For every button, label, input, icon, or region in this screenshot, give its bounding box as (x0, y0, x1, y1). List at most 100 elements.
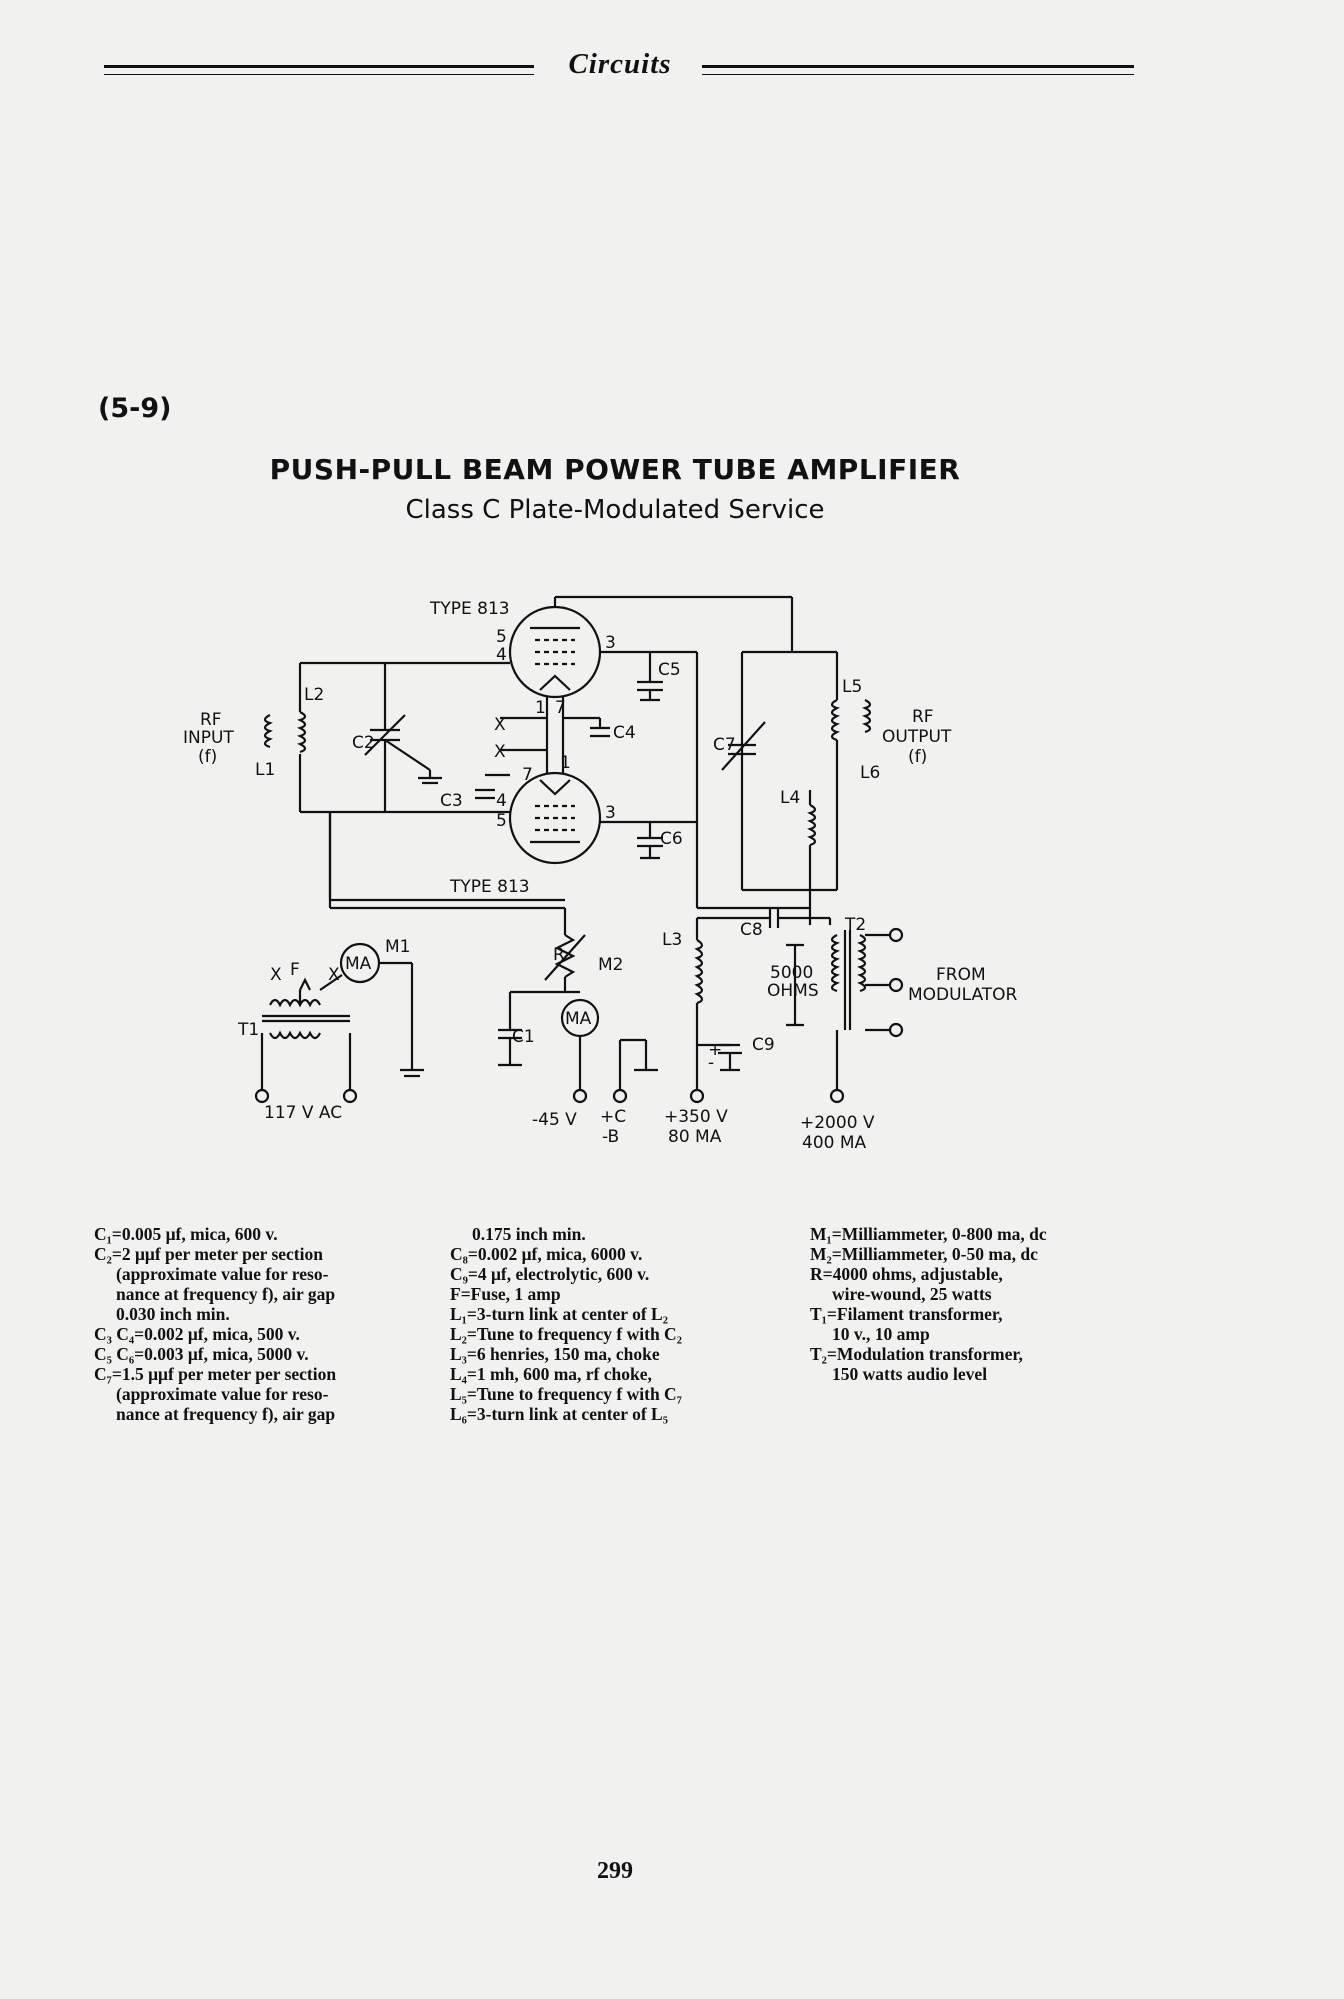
legend-line: L₆=3-turn link at center of L₅ (450, 1404, 668, 1424)
inductor-l5 (830, 699, 840, 742)
legend-line: nance at frequency f), air gap (116, 1404, 336, 1424)
pin-label: 5 (496, 627, 507, 647)
inductor-l4 (807, 804, 817, 847)
section-title: Circuits (568, 48, 672, 80)
legend-line: L₄=1 mh, 600 ma, rf choke, (450, 1364, 652, 1384)
c9-polarity: - (708, 1053, 714, 1073)
legend-line: (approximate value for reso- (116, 1384, 329, 1404)
rf-input-label: RF (200, 710, 222, 730)
label-m2: M2 (598, 955, 623, 975)
legend-line: C₇=1.5 μμf per meter per section (94, 1364, 337, 1384)
transformer-t2-primary (830, 934, 840, 993)
label-c2: C2 (352, 733, 375, 753)
inductor-l6 (862, 699, 872, 734)
label-fuse: F (290, 960, 300, 980)
legend-line: 10 v., 10 amp (832, 1324, 930, 1344)
tube-top-label: TYPE 813 (429, 599, 510, 619)
label-l5: L5 (842, 677, 862, 697)
header-rule-left (104, 65, 534, 75)
label-l2: L2 (304, 685, 324, 705)
from-modulator-label: FROM (936, 965, 986, 985)
label-t1: T1 (237, 1020, 259, 1040)
pin-label: 1 (560, 753, 571, 773)
legend-line: C₉=4 μf, electrolytic, 600 v. (450, 1264, 650, 1284)
legend-line: F=Fuse, 1 amp (450, 1284, 561, 1304)
legend-line: M₂=Milliammeter, 0-50 ma, dc (810, 1244, 1038, 1264)
legend-line: 0.175 inch min. (472, 1224, 586, 1244)
label-c7: C7 (713, 735, 736, 755)
label-l3: L3 (662, 930, 682, 950)
terminal-label: 400 MA (802, 1133, 867, 1153)
legend-line: nance at frequency f), air gap (116, 1284, 336, 1304)
label-c6: C6 (660, 829, 683, 849)
figure-subtitle: Class C Plate-Modulated Service (405, 495, 825, 525)
label-c4: C4 (613, 723, 636, 743)
legend-line: wire-wound, 25 watts (832, 1284, 992, 1304)
from-modulator-label: MODULATOR (908, 985, 1018, 1005)
terminal-label: +2000 V (800, 1113, 875, 1133)
header-rule-right (702, 65, 1134, 75)
filament-mark: X (270, 965, 282, 985)
running-header: Circuits (104, 48, 1134, 88)
pin-label: 7 (555, 698, 566, 718)
legend-line: L₂=Tune to frequency f with C₂ (450, 1324, 682, 1344)
label-r: R (553, 945, 565, 965)
label-m1: M1 (385, 937, 410, 957)
legend-line: 150 watts audio level (832, 1364, 988, 1384)
rf-input-label: INPUT (183, 728, 234, 748)
terminal-label: -B (602, 1127, 619, 1147)
figure-number: (5-9) (98, 393, 172, 424)
legend-line: C₃ C₄=0.002 μf, mica, 500 v. (94, 1324, 300, 1344)
meter-m1-symbol: MA (345, 954, 372, 974)
rf-input-label: (f) (198, 747, 217, 767)
filament-mark: X (494, 742, 506, 762)
pin-label: 3 (605, 633, 616, 653)
terminal-label: -45 V (532, 1110, 577, 1130)
legend-line: T₁=Filament transformer, (810, 1304, 1003, 1324)
label-c1: C1 (512, 1027, 535, 1047)
legend-column-3: M₁=Milliammeter, 0-800 ma, dc M₂=Milliam… (810, 1224, 1140, 1384)
label-t2: T2 (844, 915, 866, 935)
legend-line: C₂=2 μμf per meter per section (94, 1244, 323, 1264)
pin-label: 1 (535, 698, 546, 718)
inductor-l2 (297, 711, 307, 754)
legend-line: C₅ C₆=0.003 μf, mica, 5000 v. (94, 1344, 309, 1364)
tube-upper (508, 605, 602, 699)
page-number: 299 (597, 1858, 633, 1884)
pin-label: 4 (496, 645, 507, 665)
legend-line: L₁=3-turn link at center of L₂ (450, 1304, 668, 1324)
tube-bottom-label: TYPE 813 (449, 877, 530, 897)
filament-mark: X (328, 965, 340, 985)
impedance-label: OHMS (767, 981, 819, 1001)
label-l1: L1 (255, 760, 275, 780)
terminal-label: +C (600, 1107, 626, 1127)
legend-column-2: 0.175 inch min. C₈=0.002 μf, mica, 6000 … (450, 1224, 780, 1424)
pin-label: 4 (496, 791, 507, 811)
rf-output-label: OUTPUT (882, 727, 952, 747)
pin-label: 3 (605, 803, 616, 823)
label-c3: C3 (440, 791, 463, 811)
legend-line: L₅=Tune to frequency f with C₇ (450, 1384, 682, 1404)
legend-line: C₈=0.002 μf, mica, 6000 v. (450, 1244, 643, 1264)
impedance-label: 5000 (770, 963, 813, 983)
inductor-l3 (694, 939, 704, 1005)
label-c8: C8 (740, 920, 763, 940)
legend-line: C₁=0.005 μf, mica, 600 v. (94, 1224, 278, 1244)
label-l6: L6 (860, 763, 880, 783)
ac-supply-label: 117 V AC (264, 1103, 342, 1123)
label-c5: C5 (658, 660, 681, 680)
filament-mark: X (494, 715, 506, 735)
c9-polarity: + (708, 1040, 722, 1060)
legend-line: M₁=Milliammeter, 0-800 ma, dc (810, 1224, 1047, 1244)
rf-output-label: (f) (908, 747, 927, 767)
pin-label: 5 (496, 811, 507, 831)
legend-line: 0.030 inch min. (116, 1304, 230, 1324)
legend-line: T₂=Modulation transformer, (810, 1344, 1023, 1364)
legend-line: (approximate value for reso- (116, 1264, 329, 1284)
figure-title: PUSH-PULL BEAM POWER TUBE AMPLIFIER (269, 453, 961, 486)
pin-label: 7 (522, 765, 533, 785)
label-c9: C9 (752, 1035, 775, 1055)
terminal-label: +350 V (664, 1107, 728, 1127)
inductor-l1 (263, 714, 273, 749)
